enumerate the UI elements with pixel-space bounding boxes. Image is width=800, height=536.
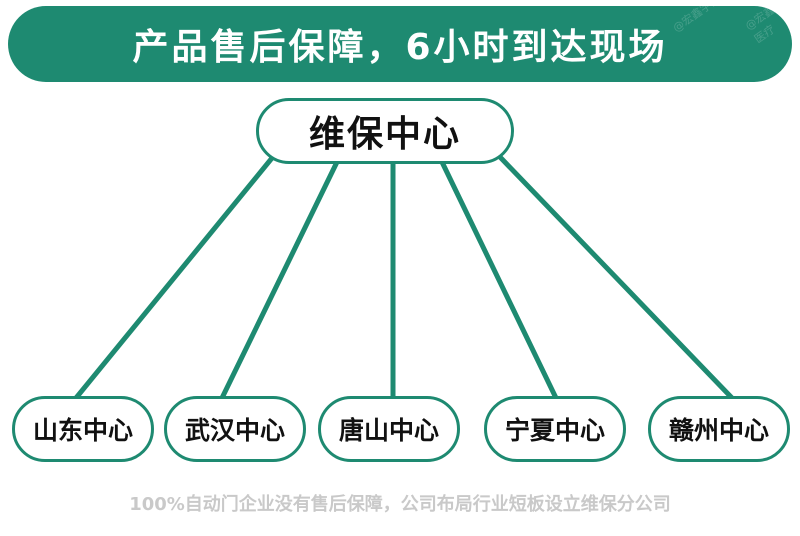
connector-line-ningxia xyxy=(439,159,559,401)
banner-title: 产品售后保障，6小时到达现场 xyxy=(132,27,668,68)
footer-caption: 100%自动门企业没有售后保障，公司布局行业短板设立维保分公司 xyxy=(129,494,671,515)
center-label: 武汉中心 xyxy=(184,416,285,445)
center-node-ganzhou: 赣州中心 xyxy=(648,396,790,462)
connector-line-wuhan xyxy=(219,159,340,401)
connector-line-shandong xyxy=(73,155,275,401)
center-label: 宁夏中心 xyxy=(504,416,605,445)
maintenance-center-node: 维保中心 xyxy=(256,98,514,164)
center-node-shandong: 山东中心 xyxy=(12,396,154,462)
connector-line-ganzhou xyxy=(497,154,735,401)
center-node-ningxia: 宁夏中心 xyxy=(484,396,626,462)
center-label: 山东中心 xyxy=(32,416,133,445)
center-node-tangshan: 唐山中心 xyxy=(318,396,460,462)
center-label: 赣州中心 xyxy=(668,416,769,445)
maintenance-center-label: 维保中心 xyxy=(308,114,461,155)
center-node-wuhan: 武汉中心 xyxy=(164,396,306,462)
center-label: 唐山中心 xyxy=(338,416,439,445)
title-banner: 产品售后保障，6小时到达现场 xyxy=(8,6,792,82)
